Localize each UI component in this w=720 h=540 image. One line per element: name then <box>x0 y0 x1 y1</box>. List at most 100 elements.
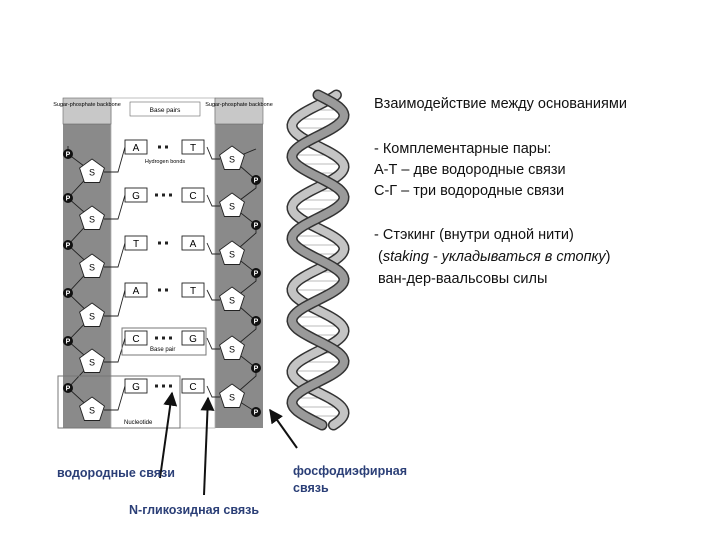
right-glycosidic-bond <box>206 289 220 301</box>
base-left-box <box>124 378 148 394</box>
hydrogen-bond-dot <box>169 193 172 197</box>
hydrogen-bond-dot <box>155 336 158 340</box>
double-helix <box>286 89 350 431</box>
phosphate-right: P <box>251 175 261 185</box>
sugar-letter: S <box>229 202 235 212</box>
hydrogen-bond-dot <box>158 241 161 245</box>
left-glycosidic-bond <box>104 337 126 363</box>
phosphate-left: P <box>63 240 73 250</box>
right-glycosidic-bond <box>206 194 220 207</box>
header-left: Sugar-phosphate backbone <box>53 102 121 108</box>
base-left-letter: A <box>133 286 140 297</box>
right-glycosidic-bond <box>206 337 220 350</box>
base-right-box <box>181 235 205 251</box>
hydrogen-bond-dot <box>165 241 168 245</box>
glycosidic-bond-arrow <box>200 396 215 496</box>
hydrogen-bond-dot <box>169 384 172 388</box>
phosphate-letter: P <box>254 223 259 230</box>
phosphate-letter: P <box>66 291 71 298</box>
base-left-box <box>124 187 148 203</box>
phosphate-letter: P <box>66 339 71 346</box>
base-left-box <box>124 235 148 251</box>
phosphate-right: P <box>251 220 261 230</box>
sugar-right: S <box>219 192 245 217</box>
phosphate-right: P <box>251 316 261 326</box>
header-right: Sugar-phosphate backbone <box>205 102 273 108</box>
stacking-italic: staking - укладываться в стопку <box>382 249 606 265</box>
cg-pair-text: С-Г – три водородные связи <box>374 183 565 199</box>
base-right-letter: C <box>189 191 196 202</box>
sugar-letter: S <box>89 406 95 416</box>
base-right-letter: C <box>189 382 196 393</box>
glycosidic-bond-label: N-гликозидная связь <box>129 503 260 517</box>
base-pair-highlight <box>121 327 207 356</box>
hydrogen-bonds-arrow <box>159 391 178 479</box>
left-glycosidic-bond <box>104 194 126 220</box>
phosphate-letter: P <box>66 196 71 203</box>
hydrogen-bond-dot <box>165 145 168 149</box>
hydrogen-bond-dot <box>158 145 161 149</box>
sugar-letter: S <box>89 215 95 225</box>
helix-strand-front <box>287 91 349 429</box>
base-right-letter: A <box>190 239 197 250</box>
base-pair-label: Base pair <box>150 347 175 353</box>
hydrogen-bonds-label: водородные связи <box>57 466 175 480</box>
phosphate-letter: P <box>254 271 259 278</box>
hydrogen-bond-dot <box>155 193 158 197</box>
base-right-box <box>181 282 205 298</box>
sugar-letter: S <box>229 393 235 403</box>
header-left-box <box>62 97 112 125</box>
right-glycosidic-bond <box>206 242 220 255</box>
at-pair-text: А-Т – две водородные связи <box>374 162 566 178</box>
phosphate-letter: P <box>254 319 259 326</box>
base-right-box <box>181 187 205 203</box>
phosphodiester-label-line2: связь <box>293 481 329 495</box>
helix-strand-back <box>287 91 349 429</box>
left-glycosidic-bond <box>104 242 126 268</box>
sugar-letter: S <box>229 250 235 260</box>
sugar-letter: S <box>89 263 95 273</box>
title: Взаимодействие между основаниями <box>374 96 627 112</box>
left-glycosidic-bond <box>104 385 126 411</box>
sugar-right: S <box>219 240 245 265</box>
sugar-right: S <box>219 145 245 170</box>
base-right-box <box>181 139 205 155</box>
hydrogen-bond-dot <box>165 288 168 292</box>
hydrogen-bond-dot <box>169 336 172 340</box>
sugar-right: S <box>219 335 245 360</box>
base-left-box <box>124 282 148 298</box>
base-left-letter: G <box>132 191 140 202</box>
sugar-letter: S <box>89 358 95 368</box>
sugar-letter: S <box>89 168 95 178</box>
phosphate-right: P <box>251 363 261 373</box>
hydrogen-bond-dot <box>155 384 158 388</box>
phosphate-letter: P <box>254 410 259 417</box>
sugar-left: S <box>79 302 105 327</box>
base-left-box <box>124 330 148 346</box>
phosphate-left: P <box>63 288 73 298</box>
header-mid: Base pairs <box>150 107 181 114</box>
base-right-letter: T <box>190 286 196 297</box>
header-mid-box <box>129 101 201 117</box>
hydrogen-bond-dot <box>158 288 161 292</box>
complementary-heading: - Комплементарные пары: <box>374 141 552 157</box>
left-glycosidic-bond <box>104 146 126 173</box>
sugar-right: S <box>219 383 245 408</box>
left-glycosidic-bond <box>104 289 126 317</box>
base-left-letter: T <box>133 239 139 250</box>
stacking-heading: - Стэкинг (внутри одной нити) <box>374 227 574 243</box>
phosphate-right: P <box>251 407 261 417</box>
phosphodiester-label-line1: фосфодиэфирная <box>293 464 408 478</box>
phosphate-left: P <box>63 149 73 159</box>
phosphate-right: P <box>251 268 261 278</box>
sugar-left: S <box>79 253 105 278</box>
base-right-box <box>181 378 205 394</box>
base-left-box <box>124 139 148 155</box>
phosphate-letter: P <box>254 178 259 185</box>
